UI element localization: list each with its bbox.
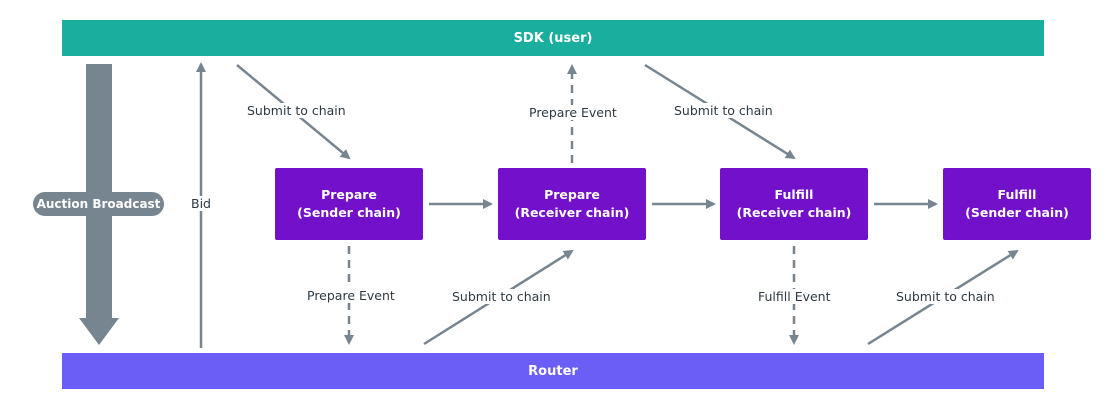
router-label: Router (528, 363, 578, 379)
box-prepare-receiver: Prepare (Receiver chain) (498, 168, 646, 240)
box-prepare-sender-title: Prepare (321, 187, 377, 202)
box-fulfill-receiver: Fulfill (Receiver chain) (720, 168, 868, 240)
router-lane: Router (62, 353, 1044, 389)
box-prepare-receiver-title: Prepare (544, 187, 600, 202)
submit-to-chain-label-4: Submit to chain (894, 289, 997, 304)
auction-broadcast-label: Auction Broadcast (36, 197, 161, 211)
bid-label: Bid (189, 196, 213, 211)
box-fulfill-receiver-subtitle: (Receiver chain) (736, 205, 852, 220)
sdk-user-label: SDK (user) (513, 30, 593, 46)
prepare-event-label-top: Prepare Event (527, 105, 619, 120)
box-fulfill-sender-subtitle: (Sender chain) (965, 205, 1069, 220)
box-prepare-sender: Prepare (Sender chain) (275, 168, 423, 240)
fulfill-event-label: Fulfill Event (756, 289, 833, 304)
box-fulfill-receiver-title: Fulfill (774, 187, 814, 202)
submit-to-chain-label-1: Submit to chain (245, 103, 348, 118)
sdk-user-lane: SDK (user) (62, 20, 1044, 56)
box-prepare-sender-subtitle: (Sender chain) (297, 205, 401, 220)
prepare-event-label-bottom: Prepare Event (305, 288, 397, 303)
box-fulfill-sender-title: Fulfill (997, 187, 1037, 202)
box-prepare-receiver-subtitle: (Receiver chain) (514, 205, 630, 220)
submit-to-chain-label-3: Submit to chain (450, 289, 553, 304)
auction-broadcast-badge: Auction Broadcast (33, 192, 164, 216)
box-fulfill-sender: Fulfill (Sender chain) (943, 168, 1091, 240)
submit-to-chain-label-2: Submit to chain (672, 103, 775, 118)
